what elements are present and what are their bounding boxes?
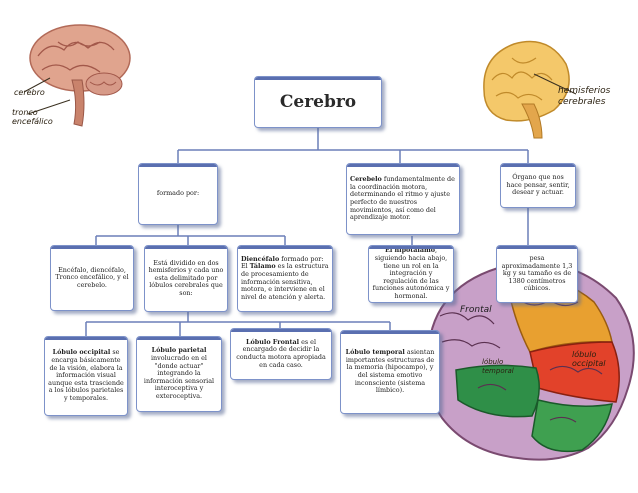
cerebelo-bold: Cerebelo	[350, 175, 382, 184]
label-frontal: Frontal	[460, 305, 492, 315]
node-parietal: Lóbulo parietal involucrado en el "donde…	[136, 336, 222, 412]
diencefalo-text1: formado por: El	[241, 254, 324, 271]
node-peso: pesa aproximadamente 1,3 kg y su tamaño …	[496, 245, 578, 303]
hemisferios-text: Está dividido en dos hemisferios y cada …	[148, 258, 224, 297]
label-cerebro: cerebro	[14, 88, 45, 97]
label-occipital: lóbulo occipital	[572, 350, 606, 368]
node-organo: Órgano que nos hace pensar, sentir, dese…	[500, 163, 576, 208]
diencefalo-text2: es la estructura de procesamiento de inf…	[241, 262, 329, 301]
organo-text: Órgano que nos hace pensar, sentir, dese…	[506, 173, 570, 197]
node-frontal: Lóbulo Frontal es el encargado de decidi…	[230, 328, 332, 380]
parietal-bold: Lóbulo parietal	[151, 346, 207, 355]
node-encefalo: Encéfalo, diencéfalo, Tronco encefálico,…	[50, 245, 134, 311]
diencefalo-bold1: Diencéfalo	[241, 254, 280, 263]
root-title: Cerebro	[279, 92, 357, 112]
node-temporal: Lóbulo temporal asientan importantes est…	[340, 330, 440, 414]
root-node: Cerebro	[254, 76, 382, 128]
label-hemisferios: hemisferios cerebrales	[558, 86, 611, 107]
cerebelo-text: fundamentalmente de la coordinación moto…	[350, 175, 455, 222]
frontal-bold: Lóbulo Frontal	[246, 337, 300, 346]
temporal-bold: Lóbulo temporal	[345, 348, 405, 357]
node-diencefalo: Diencéfalo formado por: El Tálamo es la …	[237, 245, 333, 312]
node-hipotalamo: El hipotálamo, siguiendo hacia abajo, ti…	[368, 245, 454, 303]
frontal-text: es el encargado de decidir la conducta m…	[236, 337, 326, 369]
occipital-bold: Lóbulo occipital	[52, 348, 111, 357]
node-cerebelo: Cerebelo fundamentalmente de la coordina…	[346, 163, 460, 235]
hipotalamo-bold: El hipotálamo	[384, 246, 435, 255]
temporal-text: asientan importantes estructuras de la m…	[345, 348, 435, 395]
node-hemisferios: Está dividido en dos hemisferios y cada …	[144, 245, 228, 312]
formado-text: formado por:	[156, 189, 200, 198]
occipital-text: se encarga básicamente de la visión, ela…	[48, 348, 124, 402]
label-tronco: tronco encefálico	[12, 108, 53, 126]
parietal-text: involucrado en el "donde actuar" integra…	[143, 354, 215, 400]
hipotalamo-text: , siguiendo hacia abajo, tiene un rol en…	[372, 246, 450, 300]
brain-illustration-left	[23, 24, 131, 127]
node-occipital: Lóbulo occipital se encarga básicamente …	[44, 336, 128, 416]
label-temporal: lóbulo temporal	[482, 358, 514, 375]
peso-text: pesa aproximadamente 1,3 kg y su tamaño …	[501, 254, 573, 293]
brain-illustration-right	[483, 40, 577, 139]
encefalo-text: Encéfalo, diencéfalo, Tronco encefálico,…	[55, 265, 129, 289]
node-formado: formado por:	[138, 163, 218, 225]
diencefalo-bold2: Tálamo	[249, 262, 276, 271]
